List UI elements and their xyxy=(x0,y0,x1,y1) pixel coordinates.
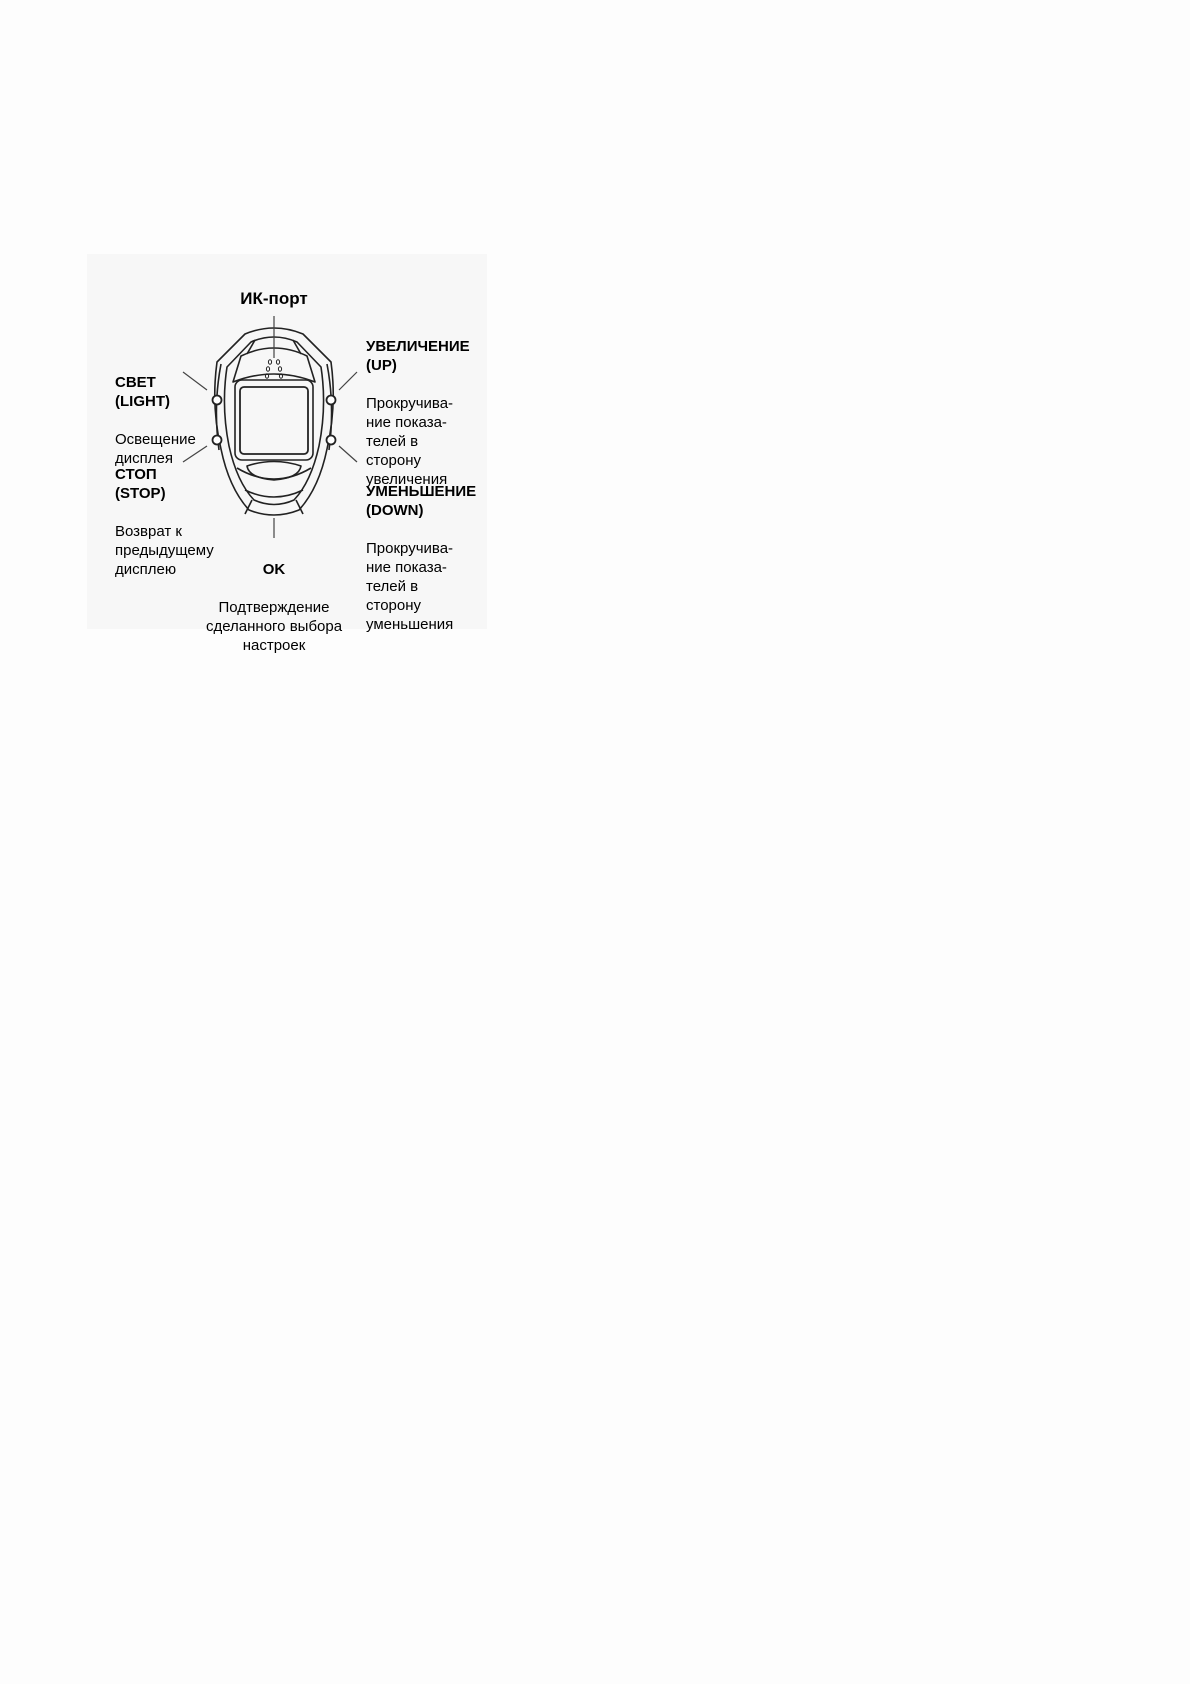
up-description: Прокручива- ние показа- телей в сторону … xyxy=(366,395,454,488)
ok-description: Подтверждение сделанного выбора настроек xyxy=(205,599,343,654)
watch-ok-button xyxy=(246,460,302,481)
down-label: УМЕНЬШЕНИЕ (DOWN) Прокручива- ние показа… xyxy=(366,463,476,653)
stop-description: Возврат к предыдущему дисплею xyxy=(115,523,214,578)
up-title: УВЕЛИЧЕНИЕ (UP) xyxy=(366,338,470,374)
down-title: УМЕНЬШЕНИЕ (DOWN) xyxy=(366,483,477,519)
light-label: СВЕТ (LIGHT) Освещение дисплея xyxy=(115,354,196,487)
light-description: Освещение дисплея xyxy=(115,431,196,467)
stop-label: СТОП (STOP) Возврат к предыдущему диспле… xyxy=(115,446,214,598)
light-title: СВЕТ (LIGHT) xyxy=(115,374,170,410)
light-leader xyxy=(182,371,208,391)
watch-display xyxy=(239,386,309,455)
watch-illustration xyxy=(182,316,358,538)
stop-button xyxy=(211,434,223,446)
ir-port-label: ИК-порт xyxy=(240,289,308,308)
ok-title: OK xyxy=(262,561,286,578)
down-button xyxy=(325,434,337,446)
down-leader xyxy=(338,445,358,463)
stop-leader xyxy=(182,445,208,463)
up-leader xyxy=(338,371,358,391)
stop-title: СТОП (STOP) xyxy=(115,466,166,502)
ok-label: OK Подтверждение сделанного выбора настр… xyxy=(194,541,354,674)
watch-display-frame xyxy=(234,379,314,461)
light-button xyxy=(211,394,223,406)
watch-top-bezel xyxy=(232,347,316,383)
up-label: УВЕЛИЧЕНИЕ (UP) Прокручива- ние показа- … xyxy=(366,318,470,508)
watch-buttons-figure: ИК-порт СВЕТ (LIGHT) Освещение дисплея С… xyxy=(87,254,487,654)
ir-port-dots xyxy=(264,359,284,379)
up-button xyxy=(325,394,337,406)
down-description: Прокручива- ние показа- телей в сторону … xyxy=(366,540,454,633)
watch-inner-case xyxy=(223,336,325,506)
